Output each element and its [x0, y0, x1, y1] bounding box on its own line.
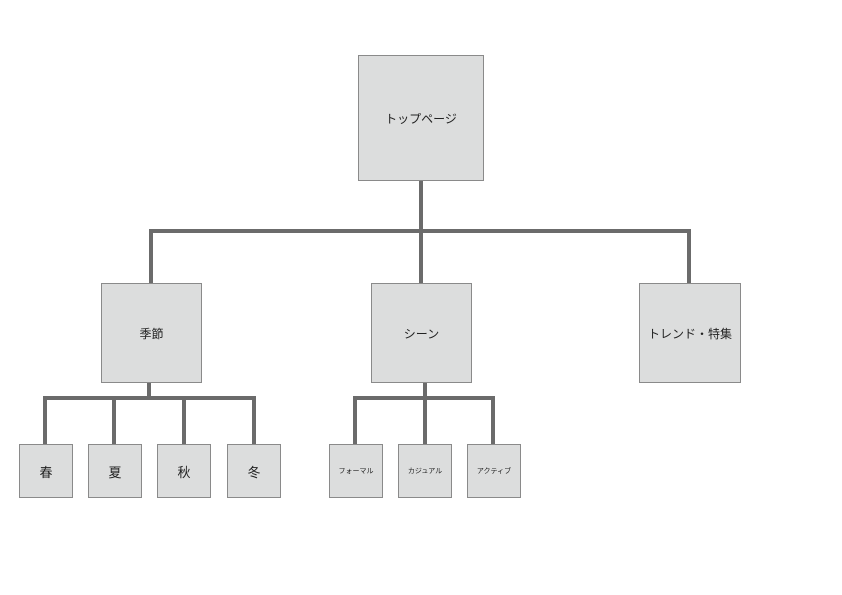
connector-to-active [491, 396, 495, 444]
connector-to-formal [353, 396, 357, 444]
connector-to-scene [419, 229, 423, 283]
connector-to-trend [687, 229, 691, 283]
node-trend: トレンド・特集 [639, 283, 741, 383]
connector-to-aki [182, 396, 186, 444]
connector-kisetsu-down [147, 382, 151, 400]
node-scene: シーン [371, 283, 472, 383]
connector-to-fuyu [252, 396, 256, 444]
node-casual: カジュアル [398, 444, 452, 498]
node-formal: フォーマル [329, 444, 383, 498]
connector-to-casual [423, 396, 427, 444]
connector-to-natsu [112, 396, 116, 444]
node-active: アクティブ [467, 444, 521, 498]
node-fuyu: 冬 [227, 444, 281, 498]
node-haru: 春 [19, 444, 73, 498]
connector-to-haru [43, 396, 47, 444]
node-top-page: トップページ [358, 55, 484, 181]
connector-to-kisetsu [149, 229, 153, 283]
connector-scene-down [423, 382, 427, 400]
node-natsu: 夏 [88, 444, 142, 498]
connector-root-down [419, 180, 423, 233]
connector-season-bus [43, 396, 256, 400]
node-kisetsu: 季節 [101, 283, 202, 383]
node-aki: 秋 [157, 444, 211, 498]
